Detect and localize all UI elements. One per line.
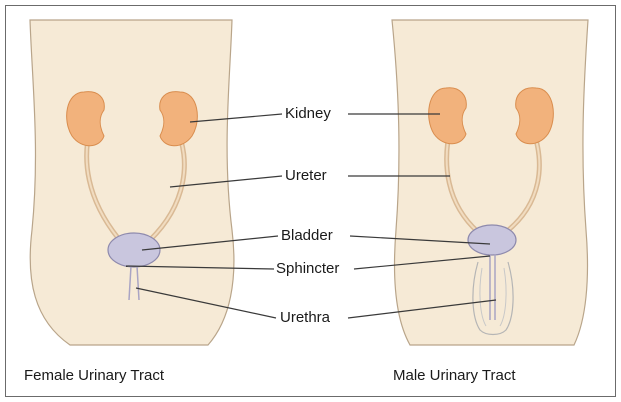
female-caption: Female Urinary Tract [24,367,164,384]
male-figure [392,20,588,345]
ureter-label: Ureter [285,167,327,185]
kidney-label: Kidney [285,105,331,123]
sphincter-label: Sphincter [276,260,339,278]
male-caption: Male Urinary Tract [393,367,516,384]
male-bladder [468,225,516,255]
bladder-label: Bladder [281,227,333,245]
urethra-label: Urethra [280,309,330,327]
female-bladder [108,233,160,267]
female-figure [30,20,234,345]
female-torso [30,20,234,345]
